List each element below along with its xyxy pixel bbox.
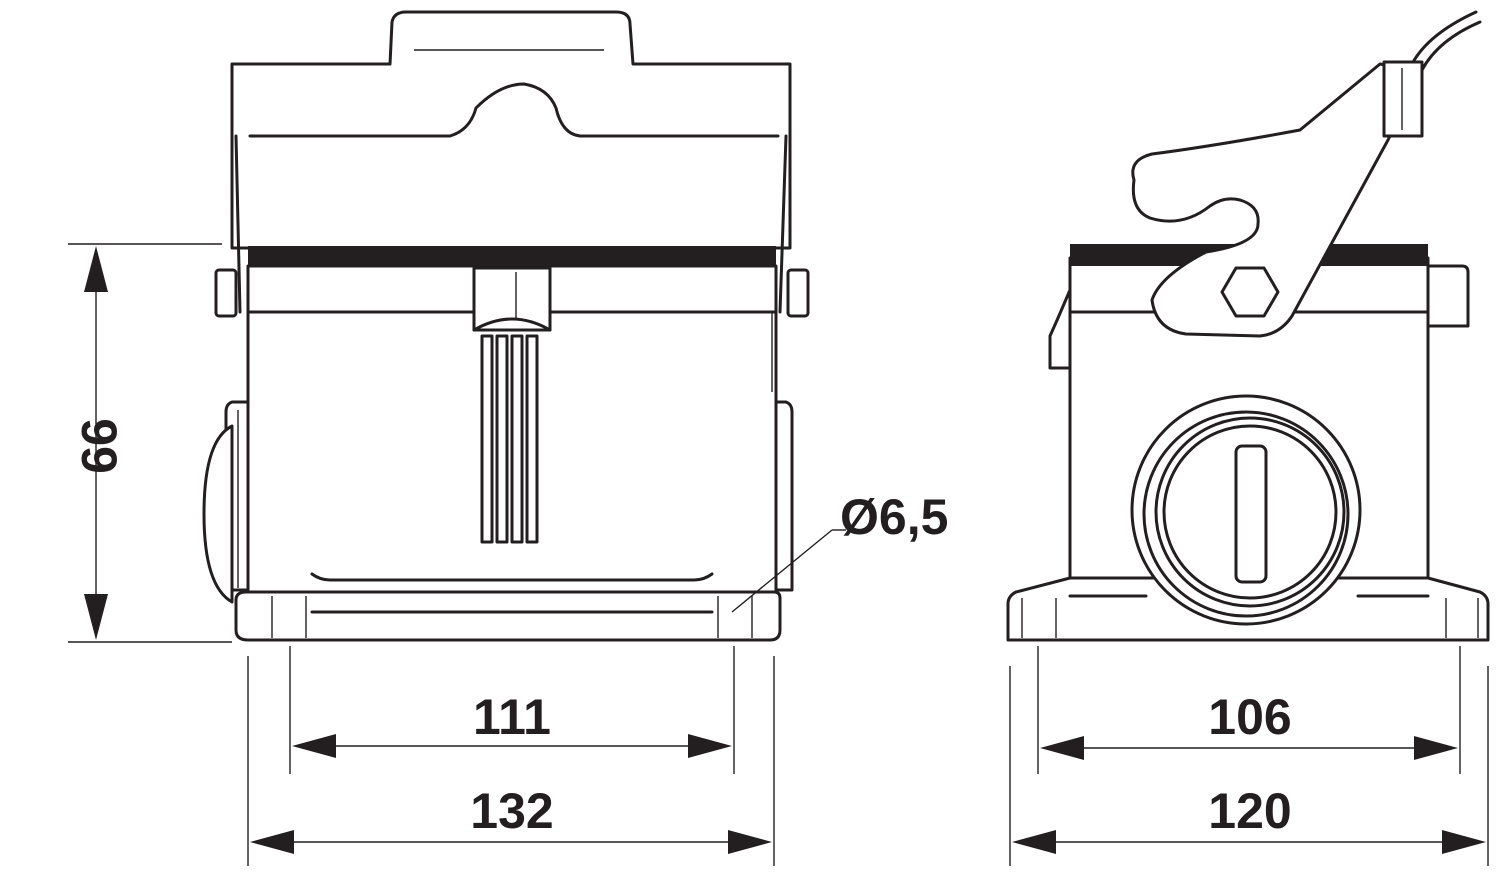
dim-height: 99 <box>68 243 232 643</box>
dim-height-label: 99 <box>71 418 127 474</box>
dim-side-extension-lines <box>1009 646 1489 866</box>
side-lever-handle <box>1131 62 1424 338</box>
front-gland-right <box>774 400 794 592</box>
front-gland-left-dome <box>202 424 234 604</box>
dim-hole-diameter: Ø6,5 <box>731 489 948 613</box>
side-latch-stub-left <box>1048 288 1072 370</box>
side-lever-clip <box>1382 60 1424 138</box>
dim-side-width: 120 <box>1012 783 1486 854</box>
dim-side-hole-pitch: 106 <box>1040 689 1458 760</box>
side-latch-stub-right <box>1426 264 1470 328</box>
side-mounting-holes <box>1021 598 1479 638</box>
front-view <box>202 10 810 642</box>
front-mounting-holes <box>271 596 753 638</box>
front-bolt-left <box>214 268 238 318</box>
front-seal-band <box>248 246 776 266</box>
dim-side-hole-pitch-label: 106 <box>1208 689 1291 745</box>
side-gland-slot <box>1234 444 1268 584</box>
dim-hole-diameter-label: Ø6,5 <box>840 489 948 545</box>
front-contact-pins <box>480 334 539 544</box>
front-latch <box>472 266 552 332</box>
front-cover-recess <box>248 82 780 138</box>
dim-front-hole-pitch-label: 111 <box>473 689 551 745</box>
dim-front-extension-lines <box>247 646 775 866</box>
front-base-plate <box>234 590 782 642</box>
front-latch-foot <box>472 317 552 332</box>
front-base-lip <box>310 572 714 582</box>
side-view <box>1006 10 1490 642</box>
front-cover <box>230 10 792 250</box>
side-lever-cable <box>1410 10 1478 66</box>
front-bracket-left <box>234 134 242 314</box>
dim-front-width-label: 132 <box>470 783 553 839</box>
front-bolt-right <box>786 268 810 318</box>
front-bracket-right <box>778 134 788 314</box>
dim-side-width-label: 120 <box>1208 783 1291 839</box>
dim-front-hole-pitch: 111 <box>292 689 732 758</box>
dim-front-width: 132 <box>250 783 772 854</box>
hex-nut-icon <box>1220 266 1280 318</box>
side-lever-cable-2 <box>1420 20 1482 72</box>
